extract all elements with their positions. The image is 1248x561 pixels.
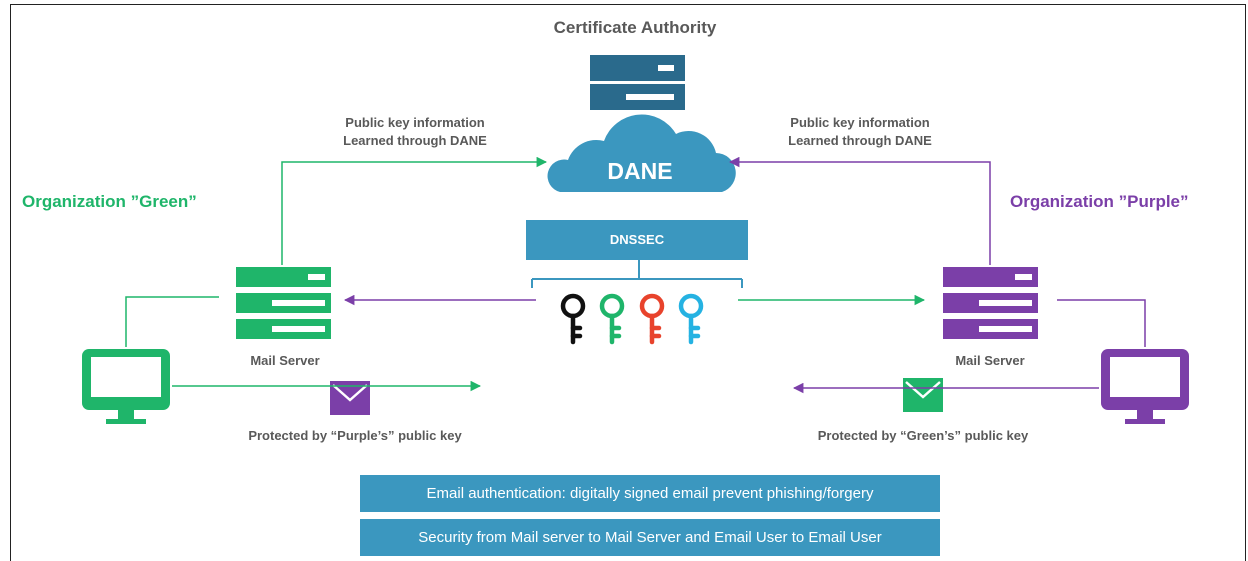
certificate-authority-title: Certificate Authority [553,18,717,37]
organization-green-label: Organization ”Green” [22,192,197,211]
left-learn-line2: Learned through DANE [343,133,487,148]
right-mail-server-label: Mail Server [955,353,1025,368]
diagram-frame [10,4,1246,561]
dnssec-bar [526,220,748,260]
left-protected-label: Protected by “Purple’s” public key [248,428,462,443]
black-key-icon [560,293,586,345]
red-key-icon [639,293,665,345]
security-banner: Security from Mail server to Mail Server… [360,519,940,556]
green-key-icon [599,293,625,345]
purple-monitor-icon [1101,349,1189,424]
dane-label: DANE [607,158,673,184]
purple-connectors [343,156,1146,394]
dane-cloud-icon [547,114,736,192]
left-mail-server-label: Mail Server [250,353,320,368]
dnssec-label: DNSSEC [609,232,665,247]
green-connectors [125,156,926,392]
dnssec-bracket [531,260,743,288]
ca-server-icon [590,55,685,110]
green-mail-server-icon [236,267,331,339]
email-authentication-banner: Email authentication: digitally signed e… [360,475,940,512]
green-envelope-icon [903,378,943,412]
right-learn-line2: Learned through DANE [788,133,932,148]
purple-mail-server-icon [943,267,1038,339]
blue-key-icon [678,293,704,345]
right-learn-line1: Public key information [790,115,930,130]
right-protected-label: Protected by “Green’s” public key [817,428,1029,443]
green-monitor-icon [82,349,170,424]
left-learn-line1: Public key information [345,115,485,130]
organization-purple-label: Organization ”Purple” [1010,192,1189,211]
